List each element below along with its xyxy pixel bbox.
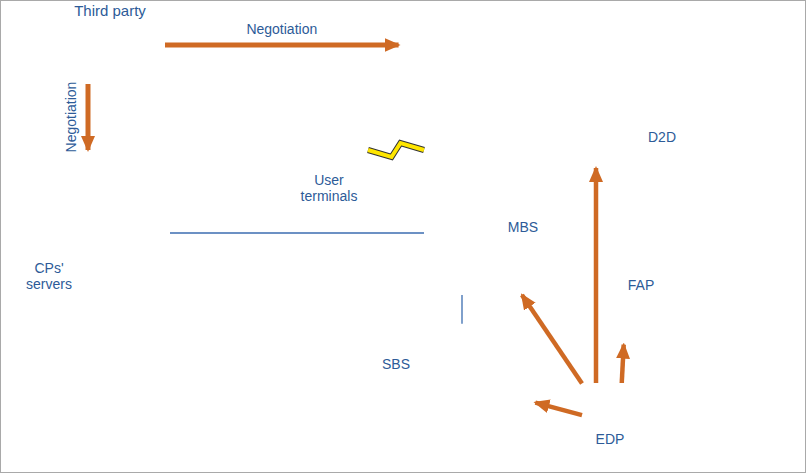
node-label: EDP — [582, 431, 638, 447]
text-slot: CPs' servers — [18, 260, 80, 292]
flow-arrow — [594, 168, 599, 383]
backhaul-line — [170, 232, 424, 233]
d2d-cell: D2D — [545, 45, 720, 175]
flow-arrow — [535, 403, 582, 416]
backhaul-line — [461, 295, 462, 324]
wireless-link — [368, 143, 424, 157]
phone-icon — [481, 367, 515, 415]
phone-icon — [707, 264, 741, 312]
node-label: MBS — [504, 219, 542, 235]
d2d-cell-outline — [545, 45, 720, 175]
db-icon — [689, 102, 702, 117]
node-label: Third party — [55, 2, 165, 19]
person-icon — [79, 23, 139, 79]
node-label: D2D — [641, 129, 683, 145]
content-provider-cloud: CPs' servers — [10, 150, 170, 468]
phone-icon — [567, 82, 601, 130]
node-label: FAP — [621, 277, 661, 293]
tower-icon — [426, 96, 502, 288]
node-label: SBS — [377, 356, 415, 372]
flow-arrow — [86, 84, 91, 150]
femto-cell-outline — [565, 235, 755, 350]
server-icon — [89, 378, 128, 455]
edge-label: Negotiation — [246, 21, 317, 37]
macro-base-station-outline — [424, 85, 542, 295]
text-slot: EDP — [582, 431, 638, 447]
macro-base-station: MBS — [424, 85, 542, 295]
cloud-shape — [17, 153, 165, 461]
text-slot: D2D — [641, 129, 683, 145]
third-party-actor: Third party — [55, 2, 165, 84]
bolt-icon — [687, 280, 713, 291]
small-cell-outline — [345, 322, 545, 437]
small-cell: SBS — [345, 322, 545, 437]
text-slot: Third party — [55, 2, 165, 19]
db-icon — [361, 357, 374, 372]
femto-cell: FAP — [565, 235, 755, 350]
region-ellipse — [546, 46, 719, 174]
bolt-outline — [368, 143, 424, 157]
region-ellipse — [273, 11, 801, 469]
person-icon — [586, 385, 632, 428]
bolt-icon — [443, 373, 485, 385]
db-icon — [557, 106, 570, 121]
text-slot: SBS — [377, 356, 415, 372]
flow-arrow — [165, 43, 399, 48]
edge-label: Negotiation — [63, 82, 79, 153]
text-slot: FAP — [621, 277, 661, 293]
phone-icon — [657, 64, 691, 112]
text-slot: User terminals — [290, 172, 368, 204]
node-label: CPs' servers — [18, 260, 80, 292]
edge-label-slot: Negotiation — [63, 82, 79, 153]
server-icon — [89, 186, 128, 263]
sbs-icon — [416, 328, 444, 372]
bolt-icon — [597, 94, 659, 108]
flow-arrow — [622, 345, 624, 383]
network-area: User terminalsMBS D2D FAP SBS EDP — [272, 10, 802, 470]
edge-label-slot: Negotiation — [246, 21, 317, 37]
edge-data-provider: EDP — [582, 383, 638, 451]
phone-icon — [312, 121, 346, 169]
server-icon — [89, 282, 128, 359]
node-label: User terminals — [290, 172, 368, 204]
region-ellipse — [346, 323, 544, 436]
network-area-outline — [272, 10, 802, 470]
content-provider-cloud-outline — [10, 150, 170, 468]
bolt-outlines — [368, 143, 424, 157]
flow-arrow — [522, 295, 582, 383]
text-slot: MBS — [504, 219, 542, 235]
user-terminal: User terminals — [290, 118, 368, 210]
fap-icon — [664, 259, 687, 295]
region-ellipse — [566, 236, 754, 349]
db-icon — [510, 244, 524, 261]
